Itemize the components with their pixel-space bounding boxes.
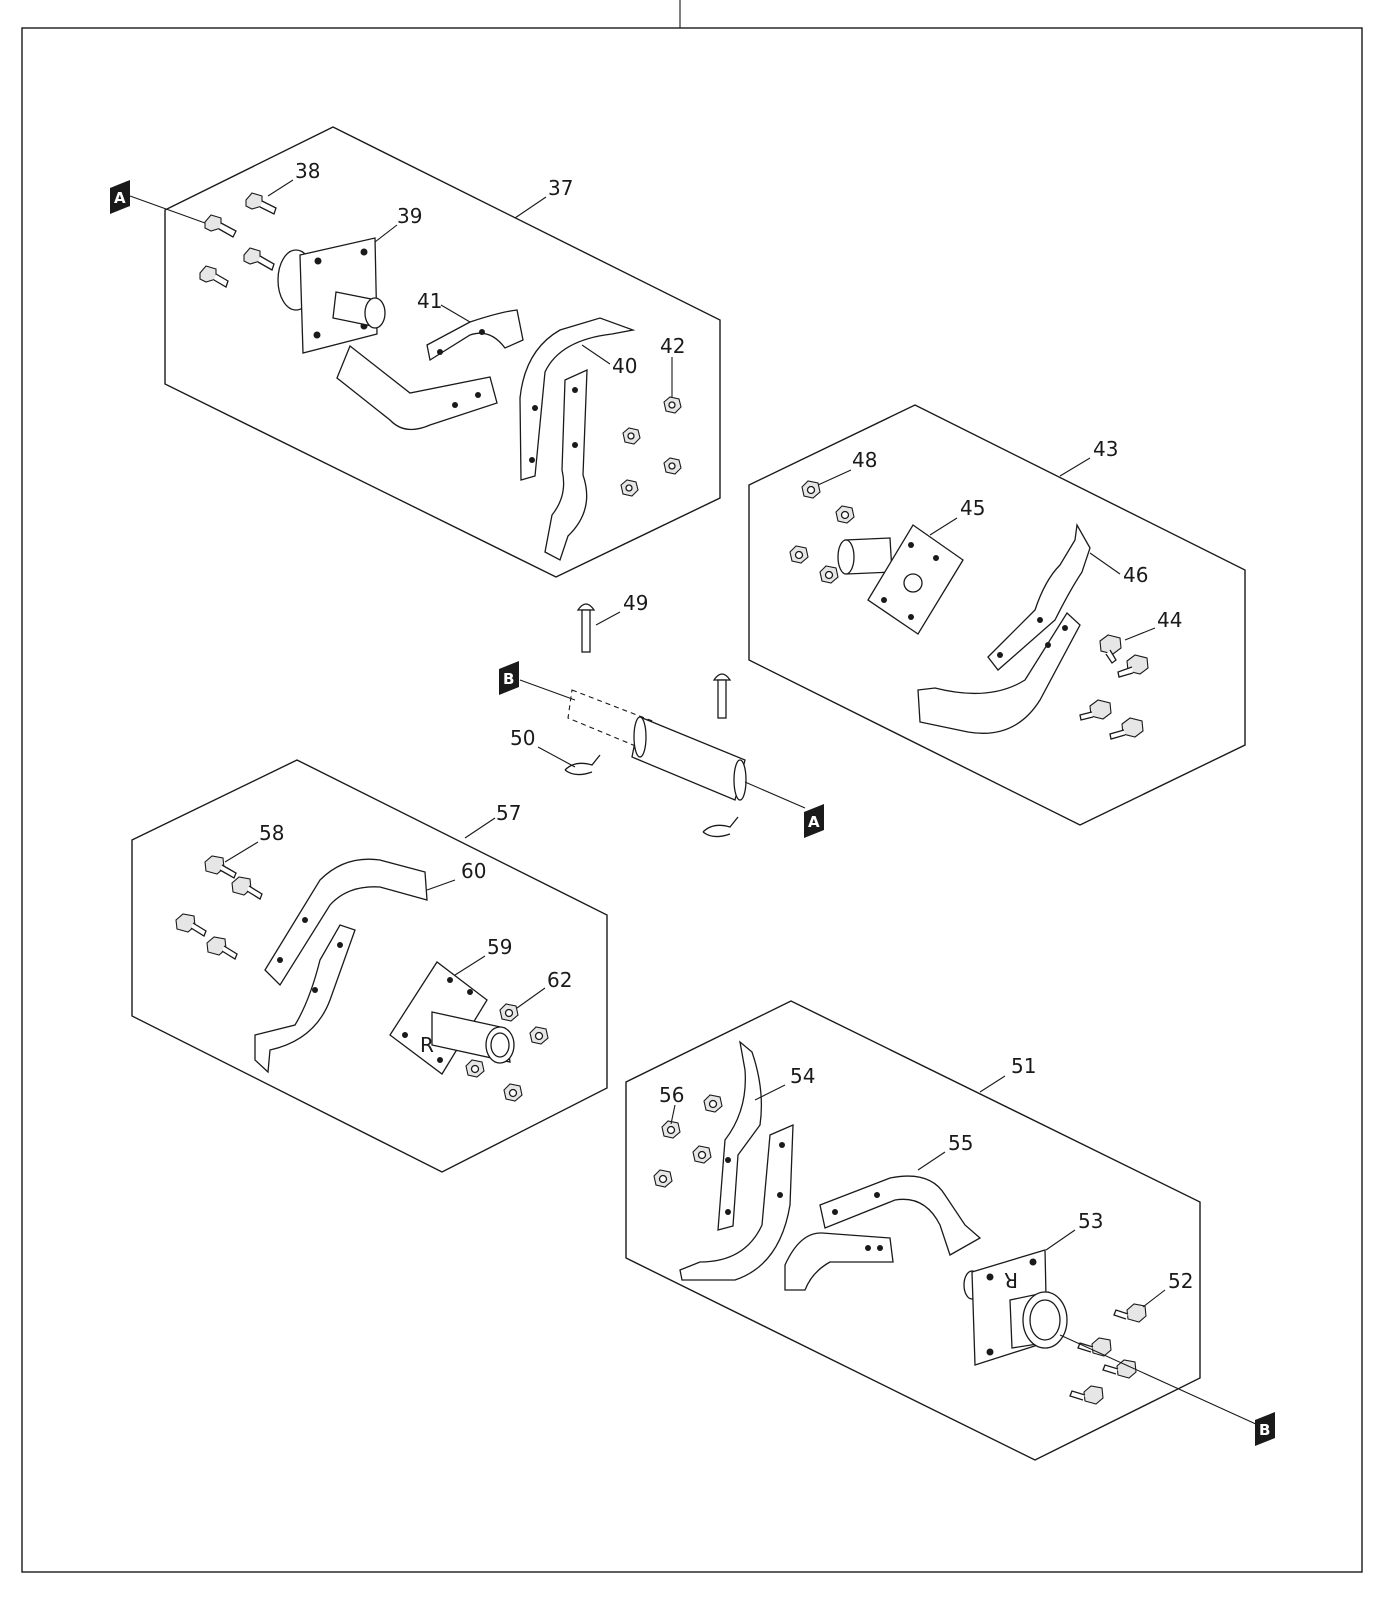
kit-43-outline: [748, 404, 1246, 826]
callout-45: 45: [960, 496, 985, 520]
callout-55: 55: [948, 1131, 973, 1155]
callout-56: 56: [659, 1083, 684, 1107]
callout-37: 37: [548, 176, 573, 200]
marker-b-bottom: B: [1255, 1412, 1275, 1446]
callout-62: 62: [547, 968, 572, 992]
nut-56: [661, 1120, 681, 1139]
shaft-tube: [631, 716, 746, 801]
bolt-44: [1099, 634, 1122, 664]
clevis-pin-2: [712, 673, 732, 719]
bolt-group-51: [1069, 1337, 1137, 1405]
callout-38: 38: [295, 159, 320, 183]
svg-text:A: A: [808, 813, 820, 831]
bolt-group-57: [175, 876, 263, 960]
callout-48: 48: [852, 448, 877, 472]
nut-group-57: [465, 1026, 549, 1102]
stamp-r-left: R: [420, 1033, 434, 1057]
leader-b-shaft: [519, 679, 576, 701]
nut-62: [499, 1003, 519, 1022]
kit-37-outline: [164, 126, 721, 578]
bolt-58: [204, 855, 237, 879]
kit-57-group: R: [131, 759, 608, 1173]
callout-39: 39: [397, 204, 422, 228]
svg-text:A: A: [114, 189, 126, 207]
bolt-group-37-left: [199, 214, 275, 288]
callout-40: 40: [612, 354, 637, 378]
callout-58: 58: [259, 821, 284, 845]
marker-a-top: A: [110, 180, 206, 224]
leader-b-hub: [1059, 1334, 1259, 1426]
blade-55: [819, 1175, 982, 1256]
kit-43-group: [748, 404, 1246, 826]
callout-44: 44: [1157, 608, 1182, 632]
blade-vertical-37: [544, 368, 588, 561]
callout-60: 60: [461, 859, 486, 883]
blade-60: [264, 858, 428, 987]
blade-46: [987, 522, 1091, 671]
nut-group-43: [789, 505, 855, 584]
svg-text:B: B: [503, 670, 514, 688]
callout-43: 43: [1093, 437, 1118, 461]
nut-group-51: [653, 1094, 723, 1188]
svg-text:B: B: [1259, 1421, 1270, 1439]
blade-41: [426, 309, 524, 362]
shaft-group: [519, 603, 806, 838]
bolt-group-43: [1079, 654, 1149, 740]
kit-51-outline: [625, 1000, 1201, 1461]
callout-42: 42: [660, 334, 685, 358]
kit-57-outline: [131, 759, 608, 1173]
callout-49: 49: [623, 591, 648, 615]
blade-lower-left: [336, 344, 498, 431]
callout-52: 52: [1168, 1269, 1193, 1293]
blade-55-lower: [784, 1232, 894, 1291]
hair-pin-50: [564, 754, 601, 776]
blade-40: [519, 317, 636, 481]
callout-41: 41: [417, 289, 442, 313]
stamp-r-right: R: [1004, 1268, 1018, 1292]
callout-54: 54: [790, 1064, 815, 1088]
bolt-38: [245, 192, 277, 215]
bolt-52: [1113, 1303, 1147, 1323]
page-frame: [21, 27, 1363, 1573]
nut-42: [663, 396, 682, 414]
callout-53: 53: [1078, 1209, 1103, 1233]
callout-57: 57: [496, 801, 521, 825]
callout-51: 51: [1011, 1054, 1036, 1078]
kit-37-group: [164, 126, 721, 578]
blade-54: [717, 1040, 762, 1231]
blade-lower-51: [679, 1123, 794, 1281]
callout-leaders: [224, 179, 1166, 1308]
hair-pin-2: [702, 816, 739, 838]
clevis-pin-49: [576, 603, 596, 653]
callout-59: 59: [487, 935, 512, 959]
blade-lower-43: [917, 611, 1081, 734]
nut-48: [801, 480, 821, 499]
callout-labels: 38 37 39 41 40 42 43 48 45 46 44 49 50 5…: [259, 159, 1193, 1293]
callout-46: 46: [1123, 563, 1148, 587]
marker-b-mid: B: [499, 661, 519, 695]
callout-50: 50: [510, 726, 535, 750]
nut-group-37: [620, 427, 682, 497]
marker-a-mid: A: [804, 804, 824, 838]
blade-lower-57: [254, 924, 356, 1074]
kit-51-group: R: [625, 1000, 1259, 1461]
leader-a-shaft: [744, 781, 806, 809]
